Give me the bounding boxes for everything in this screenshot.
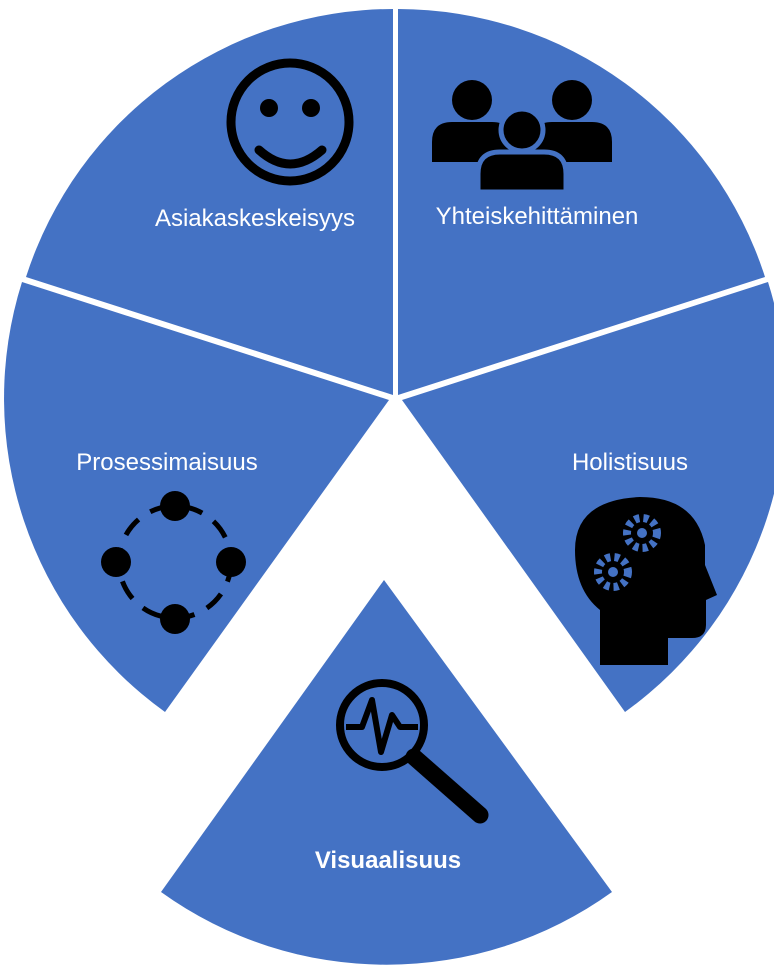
segment-asiakaskeskeisyys-wedge [26, 9, 393, 395]
segment-label-prosessimaisuus: Prosessimaisuus [76, 449, 257, 476]
segment-holistisuus: Holistisuus [402, 282, 774, 712]
segment-yhteiskehittaminen: Yhteiskehittäminen [398, 9, 765, 395]
segment-prosessimaisuus-wedge [4, 282, 390, 712]
segment-label-asiakaskeskeisyys: Asiakaskeskeisyys [155, 205, 355, 232]
segment-label-yhteiskehittaminen: Yhteiskehittäminen [436, 203, 639, 230]
segment-visuaalisuus: Visuaalisuus [161, 580, 612, 965]
cycle-nodes-icon [101, 491, 246, 634]
magnifier-pulse-icon [336, 679, 489, 824]
segment-label-visuaalisuus: Visuaalisuus [315, 847, 461, 874]
group-of-people-icon [432, 80, 612, 195]
segment-prosessimaisuus: Prosessimaisuus [4, 282, 390, 712]
smiley-face-icon [226, 58, 354, 186]
segment-visuaalisuus-wedge [161, 580, 612, 965]
segment-asiakaskeskeisyys: Asiakaskeskeisyys [26, 9, 393, 395]
head-with-gears-icon [575, 497, 717, 665]
segment-label-holistisuus: Holistisuus [572, 449, 688, 476]
